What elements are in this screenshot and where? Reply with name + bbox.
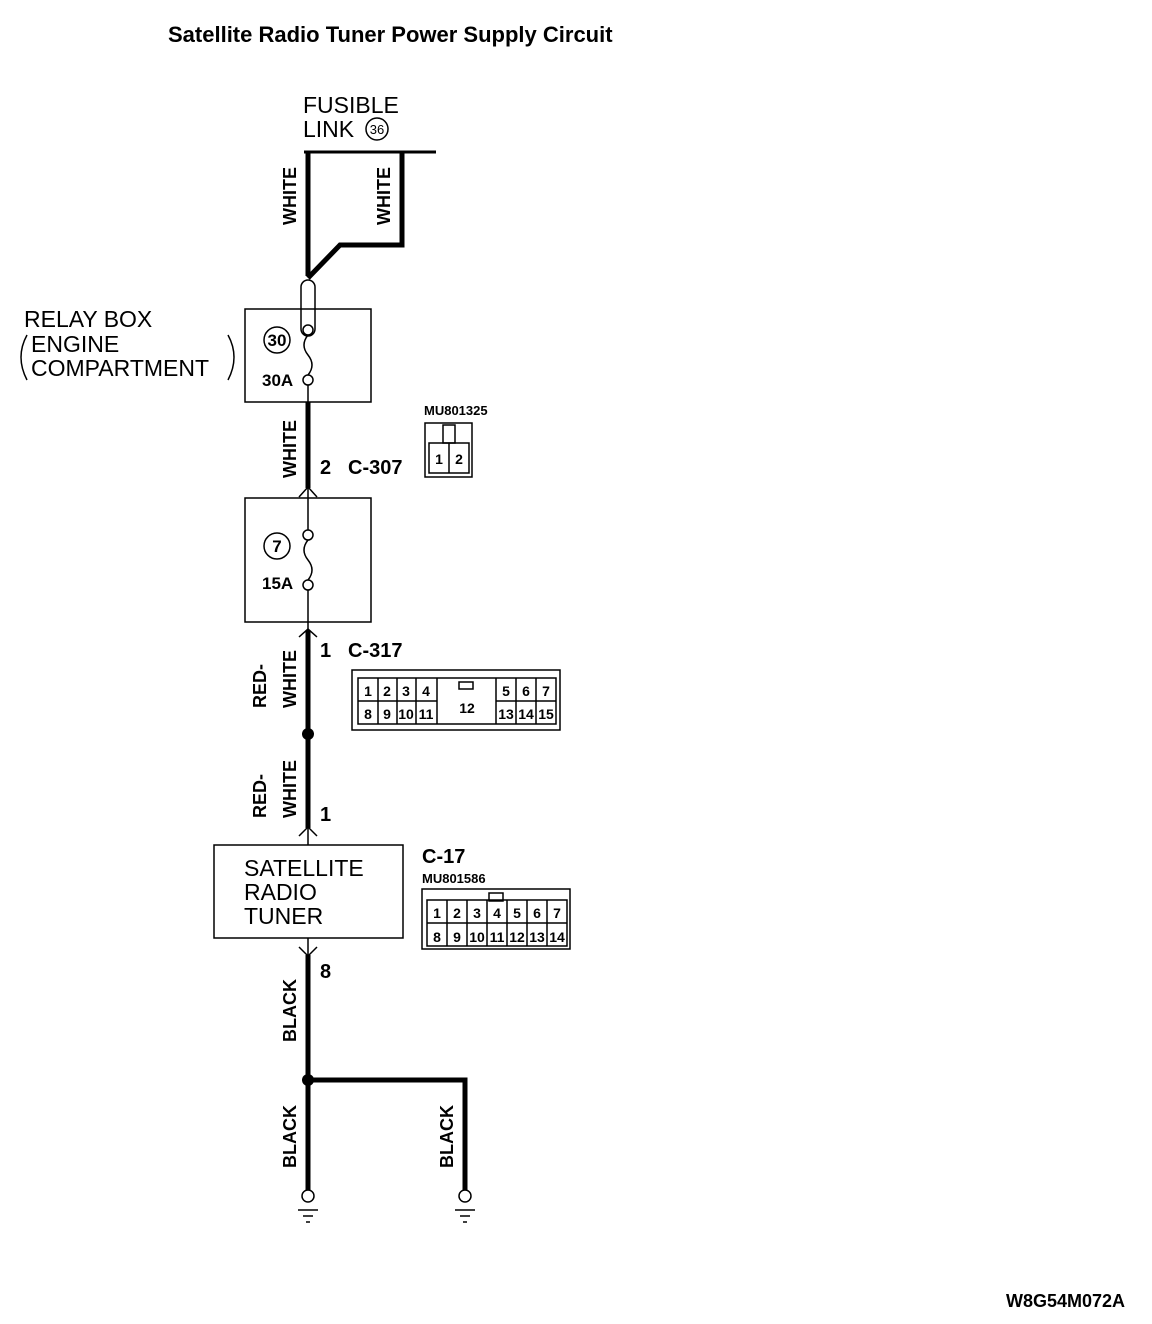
- c17-pin-13: 13: [529, 929, 545, 945]
- c307-pin-1: 1: [435, 451, 443, 467]
- figure-id: W8G54M072A: [1006, 1291, 1125, 1311]
- fuse-30-element: [303, 334, 313, 376]
- c317-latch: [458, 681, 474, 690]
- fuse-30-rating: 30A: [262, 371, 293, 390]
- wire-black-branch: [308, 1077, 468, 1190]
- relay-box-label-1: RELAY BOX: [24, 306, 152, 332]
- fuse-7-number: 7: [272, 537, 281, 556]
- wire-label-white-2: WHITE: [374, 167, 394, 225]
- c317-pin: 1: [320, 640, 331, 662]
- wire-label-red-white-2b: WHITE: [280, 760, 300, 818]
- fuse-7-terminal-bottom: [302, 579, 314, 591]
- fusible-link-label-1: FUSIBLE: [303, 92, 399, 118]
- tuner-label-1: SATELLITE: [244, 855, 364, 881]
- c317-pin-8: 8: [364, 706, 372, 722]
- c307-connector-face: MU801325 1 2: [424, 403, 488, 478]
- wire-label-red-white-1b: WHITE: [280, 650, 300, 708]
- fuse-7-circle: [263, 532, 291, 560]
- wire-white-right: [306, 152, 405, 280]
- splice-point-2: [302, 1074, 314, 1086]
- c17-part-number: MU801586: [422, 871, 486, 886]
- c307-pin-2: 2: [455, 451, 463, 467]
- paren-left: [20, 334, 28, 381]
- c17-housing: [421, 888, 571, 950]
- tuner-input-connector-symbol: [298, 825, 318, 837]
- relay-box-label-2: ENGINE: [31, 331, 119, 357]
- c17-pin-12: 12: [509, 929, 525, 945]
- c317-pin-7: 7: [542, 683, 550, 699]
- splice-point-1: [302, 728, 314, 740]
- wire-label-black-2: BLACK: [280, 1105, 300, 1168]
- tuner-label-3: TUNER: [244, 903, 323, 929]
- fuse-30-terminal-top: [302, 324, 314, 336]
- fuse-30-number: 30: [268, 331, 287, 350]
- c317-pin-15: 15: [538, 706, 554, 722]
- c317-pin-12: 12: [459, 700, 475, 716]
- c17-pin-7: 7: [553, 905, 561, 921]
- c317-pin-5: 5: [502, 683, 510, 699]
- relay-box-label-3: COMPARTMENT: [31, 355, 209, 381]
- c317-pin-14: 14: [518, 706, 534, 722]
- c317-connector-face: 1 2 3 4 5 6 7 8 9 10 11 12 13 14 15: [351, 669, 561, 731]
- c317-pin-10: 10: [398, 706, 414, 722]
- c317-pin-1: 1: [364, 683, 372, 699]
- c17-pin-3: 3: [473, 905, 481, 921]
- c17-pin-10: 10: [469, 929, 485, 945]
- fuse-7-element: [303, 539, 313, 581]
- c307-pin: 2: [320, 457, 331, 479]
- c307-name: C-307: [348, 457, 402, 479]
- wire-label-red-white-2a: RED-: [250, 774, 270, 818]
- fusible-link: FUSIBLE LINK 36: [303, 92, 436, 154]
- c17-pin-4: 4: [493, 905, 501, 921]
- c307-latch: [442, 424, 456, 444]
- c17-pin-6: 6: [533, 905, 541, 921]
- c317-pin-9: 9: [383, 706, 391, 722]
- c17-pin-9: 9: [453, 929, 461, 945]
- fusible-link-number: 36: [370, 122, 384, 137]
- c307-housing: [424, 422, 473, 478]
- tuner-pin-in: 1: [320, 804, 331, 826]
- wire-label-black-3: BLACK: [437, 1105, 457, 1168]
- c17-pin-5: 5: [513, 905, 521, 921]
- fusible-link-label-2: LINK: [303, 116, 355, 142]
- c317-pin-13: 13: [498, 706, 514, 722]
- page-title: Satellite Radio Tuner Power Supply Circu…: [168, 22, 613, 47]
- c17-name: C-17: [422, 846, 465, 868]
- fuse-30-terminal-bottom: [302, 374, 314, 386]
- c17-pin-14: 14: [549, 929, 565, 945]
- c317-connector-symbol: [298, 627, 318, 638]
- satellite-radio-tuner: SATELLITE RADIO TUNER: [213, 844, 404, 939]
- c317-pin-6: 6: [522, 683, 530, 699]
- tuner-pin-out: 8: [320, 961, 331, 983]
- fusible-link-number-circle: [365, 117, 389, 141]
- c317-pin-3: 3: [402, 683, 410, 699]
- c317-pin-11: 11: [419, 706, 434, 722]
- ground-icon: [455, 1189, 475, 1223]
- wire-label-white-3: WHITE: [280, 420, 300, 478]
- c317-housing: [351, 669, 561, 731]
- fuse-7-box: 7 15A: [244, 497, 372, 630]
- fuse-7-rating: 15A: [262, 574, 293, 593]
- c317-name: C-317: [348, 640, 402, 662]
- wire-label-black-1: BLACK: [280, 979, 300, 1042]
- c17-pin-1: 1: [433, 905, 441, 921]
- ground-icon: [298, 1189, 318, 1223]
- fuse-30-circle: [263, 326, 291, 354]
- wire-label-white-1: WHITE: [280, 167, 300, 225]
- c17-connector-face: C-17 MU801586 1 2 3 4 5 6 7 8 9 10 11 12…: [421, 846, 571, 950]
- c317-pin-4: 4: [422, 683, 430, 699]
- relay-box: RELAY BOX ENGINE COMPARTMENT 30 30A: [20, 279, 372, 403]
- c17-pin-2: 2: [453, 905, 461, 921]
- tuner-label-2: RADIO: [244, 879, 317, 905]
- c17-pin-8: 8: [433, 929, 441, 945]
- c17-latch: [488, 892, 504, 902]
- c307-part-number: MU801325: [424, 403, 488, 418]
- c17-pin-11: 11: [490, 929, 505, 945]
- wire-label-red-white-1a: RED-: [250, 664, 270, 708]
- c317-pin-2: 2: [383, 683, 391, 699]
- fuse-7-terminal-top: [302, 529, 314, 541]
- paren-right: [227, 334, 235, 381]
